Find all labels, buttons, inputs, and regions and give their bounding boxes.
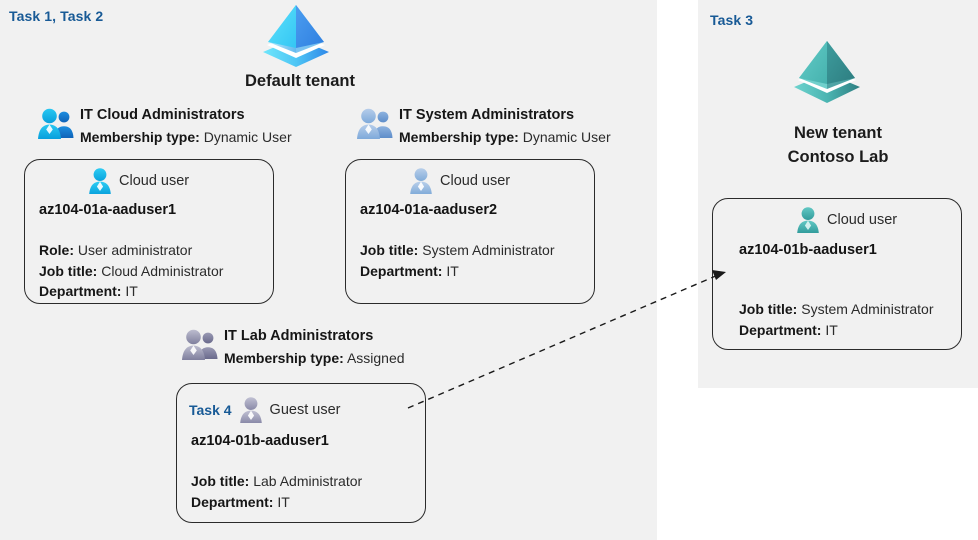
new-tenant-caption: New tenant Contoso Lab (708, 122, 968, 170)
attr-jobtitle-label: Job title: (39, 262, 98, 279)
new-tenant-caption-line1: New tenant (793, 124, 882, 142)
task-label-1-2: Task 1, Task 2 (9, 8, 104, 24)
attr-jobtitle-label: Job title: (739, 301, 798, 317)
default-tenant-panel (0, 0, 657, 540)
attr-jobtitle-value: Cloud Administrator (101, 262, 224, 279)
card-head: Task 4 Guest user (189, 396, 340, 424)
group-membership-value: Assigned (346, 349, 405, 366)
group-it-cloud-administrators: IT Cloud Administrators Membership type:… (36, 105, 292, 148)
attr-department-label: Department: (39, 283, 122, 300)
attr-department: Department: IT (191, 492, 362, 513)
attr-jobtitle-value: System Administrator (422, 242, 555, 258)
attr-department-value: IT (125, 283, 138, 300)
group-it-system-administrators: IT System Administrators Membership type… (355, 105, 611, 148)
new-tenant-icon (786, 35, 868, 112)
user-attributes: Job title: System Administrator Departme… (360, 240, 555, 281)
attr-jobtitle-value: Lab Administrator (253, 473, 363, 489)
attr-jobtitle-label: Job title: (360, 242, 419, 258)
user-card-az104-01a-aaduser1[interactable]: Cloud user az104-01a-aaduser1 Role: User… (24, 159, 274, 304)
attr-department-label: Department: (191, 493, 274, 510)
group-title: IT Cloud Administrators (80, 107, 245, 123)
group-title: IT Lab Administrators (224, 328, 374, 344)
attr-department-value: IT (825, 321, 838, 338)
group-membership-value: Dynamic User (522, 128, 611, 145)
group-it-lab-administrators: IT Lab Administrators Membership type: A… (180, 326, 405, 369)
user-attributes: Role: User administrator Job title: Clou… (39, 240, 223, 302)
attr-jobtitle: Job title: Lab Administrator (191, 471, 362, 492)
default-tenant-icon (255, 0, 337, 75)
group-membership-label: Membership type: (399, 128, 519, 145)
group-users-icon (180, 328, 220, 362)
new-tenant-caption-line2: Contoso Lab (787, 147, 889, 166)
attr-jobtitle-value: System Administrator (801, 301, 934, 317)
task-label-3: Task 3 (710, 12, 754, 28)
person-icon (408, 167, 434, 195)
attr-jobtitle-label: Job title: (191, 473, 250, 489)
attr-department: Department: IT (360, 261, 555, 282)
default-tenant-caption: Default tenant (244, 72, 355, 90)
group-membership: Membership type: Dynamic User (80, 127, 292, 148)
group-membership: Membership type: Assigned (224, 348, 405, 369)
user-attributes: Job title: System Administrator Departme… (739, 299, 934, 340)
attr-jobtitle: Job title: System Administrator (360, 240, 555, 261)
attr-jobtitle: Job title: System Administrator (739, 299, 934, 320)
user-type-label: Guest user (269, 402, 341, 418)
person-icon (238, 396, 264, 424)
user-name: az104-01a-aaduser2 (360, 202, 498, 218)
group-title: IT System Administrators (399, 107, 575, 123)
user-card-guest-az104-01b-aaduser1[interactable]: Task 4 Guest user az104-01b-aaduser1 Job… (176, 383, 426, 523)
card-head: Cloud user (408, 167, 510, 195)
attr-role-label: Role: (39, 242, 74, 258)
attr-department: Department: IT (39, 281, 223, 302)
user-type-label: Cloud user (119, 173, 190, 189)
attr-role-value: User administrator (77, 242, 193, 258)
group-membership: Membership type: Dynamic User (399, 127, 611, 148)
group-membership-value: Dynamic User (203, 128, 292, 145)
attr-department-value: IT (277, 493, 290, 510)
attr-department-label: Department: (360, 262, 443, 279)
user-type-label: Cloud user (827, 212, 898, 228)
user-name: az104-01b-aaduser1 (739, 242, 877, 258)
task-label-4: Task 4 (189, 402, 232, 418)
user-card-az104-01b-aaduser1[interactable]: Cloud user az104-01b-aaduser1 Job title:… (712, 198, 962, 350)
person-icon (795, 206, 821, 234)
user-name: az104-01a-aaduser1 (39, 202, 177, 218)
group-membership-label: Membership type: (80, 128, 200, 145)
card-head: Cloud user (87, 167, 189, 195)
attr-department-label: Department: (739, 321, 822, 338)
person-icon (87, 167, 113, 195)
card-head: Cloud user (795, 206, 897, 234)
attr-jobtitle: Job title: Cloud Administrator (39, 261, 223, 282)
group-users-icon (355, 107, 395, 141)
user-type-label: Cloud user (440, 173, 511, 189)
group-users-icon (36, 107, 76, 141)
user-name: az104-01b-aaduser1 (191, 433, 329, 449)
attr-role: Role: User administrator (39, 240, 223, 261)
attr-department: Department: IT (739, 320, 934, 341)
attr-department-value: IT (446, 262, 459, 279)
user-attributes: Job title: Lab Administrator Department:… (191, 471, 362, 512)
group-membership-label: Membership type: (224, 349, 344, 366)
user-card-az104-01a-aaduser2[interactable]: Cloud user az104-01a-aaduser2 Job title:… (345, 159, 595, 304)
